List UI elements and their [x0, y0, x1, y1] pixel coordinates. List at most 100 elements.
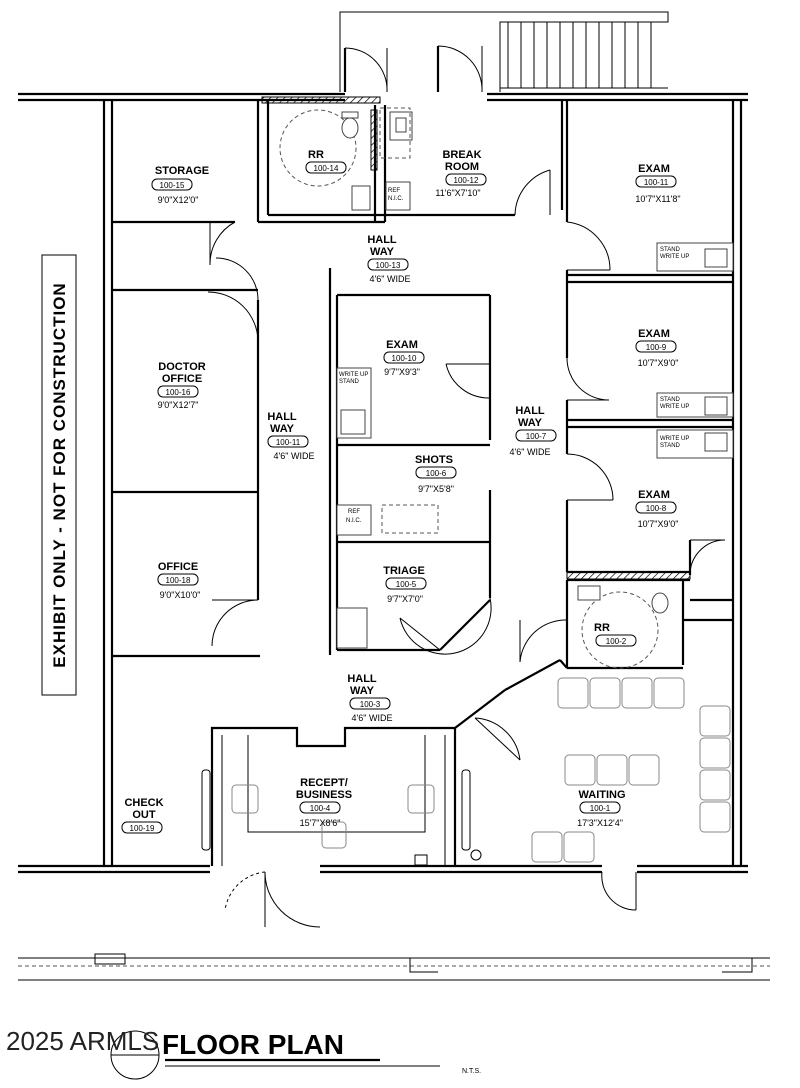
svg-text:10'7"X9'0": 10'7"X9'0" — [638, 358, 679, 368]
svg-text:100-19: 100-19 — [130, 824, 155, 833]
svg-text:N.I.C.: N.I.C. — [388, 196, 404, 202]
interior-walls — [112, 100, 733, 866]
room-exam-11: EXAM 100-11 10'7"X11'8" — [635, 163, 680, 204]
svg-text:100-5: 100-5 — [396, 580, 417, 589]
room-shots: SHOTS 100-6 9'7"X5'8" — [415, 454, 457, 494]
interior-doors — [207, 169, 726, 761]
room-break: BREAK ROOM 100-12 11'6"X7'10" — [435, 149, 487, 198]
svg-text:HALL: HALL — [367, 234, 397, 246]
svg-text:100-3: 100-3 — [360, 700, 381, 709]
svg-text:RR: RR — [594, 622, 610, 634]
svg-text:100-14: 100-14 — [314, 164, 339, 173]
scale-note: N.T.S. — [462, 1068, 481, 1075]
svg-text:CHECK: CHECK — [124, 797, 163, 809]
svg-text:100-4: 100-4 — [310, 804, 331, 813]
waiting-chairs — [531, 677, 731, 863]
svg-text:OFFICE: OFFICE — [162, 373, 202, 385]
svg-text:EXAM: EXAM — [386, 339, 418, 351]
room-waiting: WAITING 100-1 17'3"X12'4" — [577, 789, 625, 828]
room-tag: 100-15 — [160, 181, 185, 190]
room-doctor-office: DOCTOR OFFICE 100-16 9'0"X12'7" — [157, 361, 206, 410]
svg-text:HALL: HALL — [267, 411, 297, 423]
svg-text:100-7: 100-7 — [526, 432, 547, 441]
room-hallway-7: HALL WAY 100-7 4'6" WIDE — [510, 405, 557, 457]
room-hallway-3: HALL WAY 100-3 4'6" WIDE — [347, 673, 392, 723]
rr-top-fixtures — [279, 109, 359, 187]
svg-text:STAND: STAND — [660, 247, 681, 253]
room-exam-9: EXAM 100-9 10'7"X9'0" — [635, 328, 679, 368]
svg-text:STAND: STAND — [660, 397, 681, 403]
svg-text:100-11: 100-11 — [276, 438, 301, 447]
title-block: FLOOR PLAN N.T.S. 2025 ARMLS — [6, 1026, 481, 1080]
sidewalk — [18, 953, 770, 981]
hatched-walls — [261, 96, 691, 580]
svg-text:WRITE UP: WRITE UP — [660, 254, 689, 260]
top-stair — [339, 11, 669, 92]
svg-text:100-16: 100-16 — [166, 388, 191, 397]
svg-text:EXAM: EXAM — [638, 489, 670, 501]
svg-text:100-8: 100-8 — [646, 504, 667, 513]
svg-text:4'6" WIDE: 4'6" WIDE — [352, 713, 393, 723]
svg-text:17'3"X12'4": 17'3"X12'4" — [577, 818, 623, 828]
svg-text:10'7"X9'0": 10'7"X9'0" — [638, 519, 679, 529]
exhibit-note-box: EXHIBIT ONLY - NOT FOR CONSTRUCTION — [41, 254, 77, 696]
room-exam-8: EXAM 100-8 10'7"X9'0" — [635, 489, 679, 529]
svg-text:HALL: HALL — [515, 405, 545, 417]
svg-text:SHOTS: SHOTS — [415, 454, 453, 466]
watermark: 2025 ARMLS — [6, 1026, 159, 1056]
svg-text:DOCTOR: DOCTOR — [158, 361, 206, 373]
room-triage: TRIAGE 100-5 9'7"X7'0" — [383, 565, 427, 604]
svg-text:100-18: 100-18 — [166, 576, 191, 585]
svg-text:WRITE UP: WRITE UP — [339, 372, 368, 378]
room-exam-10: EXAM 100-10 9'7"X9'3" — [383, 339, 425, 377]
svg-text:ROOM: ROOM — [445, 161, 479, 173]
rr2-fixtures — [577, 585, 669, 669]
svg-text:OUT: OUT — [132, 809, 156, 821]
svg-text:9'0"X10'0": 9'0"X10'0" — [160, 590, 201, 600]
svg-text:9'7"X7'0": 9'7"X7'0" — [387, 594, 423, 604]
room-dim: 9'0"X12'0" — [158, 195, 199, 205]
svg-text:OFFICE: OFFICE — [158, 561, 198, 573]
svg-text:4'6" WIDE: 4'6" WIDE — [510, 447, 551, 457]
exhibit-note: EXHIBIT ONLY - NOT FOR CONSTRUCTION — [50, 282, 69, 667]
room-hallway-13: HALL WAY 100-13 4'6" WIDE — [367, 234, 410, 284]
room-reception: RECEPT/ BUSINESS 100-4 15'7"X8'6" — [296, 777, 352, 828]
svg-text:100-2: 100-2 — [606, 637, 627, 646]
svg-text:10'7"X11'8": 10'7"X11'8" — [635, 194, 680, 204]
svg-text:WRITE UP: WRITE UP — [660, 436, 689, 442]
svg-text:9'7"X5'8": 9'7"X5'8" — [418, 484, 454, 494]
svg-text:100-9: 100-9 — [646, 343, 667, 352]
svg-text:REF: REF — [348, 509, 360, 515]
svg-text:RR: RR — [308, 149, 324, 161]
svg-text:STAND: STAND — [660, 443, 681, 449]
svg-text:BREAK: BREAK — [442, 149, 481, 161]
svg-text:4'6" WIDE: 4'6" WIDE — [274, 451, 315, 461]
svg-text:9'0"X12'7": 9'0"X12'7" — [158, 400, 199, 410]
room-name: STORAGE — [155, 165, 209, 177]
svg-text:4'6" WIDE: 4'6" WIDE — [370, 274, 411, 284]
svg-text:15'7"X8'6": 15'7"X8'6" — [300, 818, 341, 828]
svg-text:N.I.C.: N.I.C. — [346, 518, 362, 524]
svg-text:HALL: HALL — [347, 673, 377, 685]
plan-title: FLOOR PLAN — [162, 1029, 344, 1060]
svg-text:100-6: 100-6 — [426, 469, 447, 478]
svg-text:EXAM: EXAM — [638, 163, 670, 175]
svg-text:WAY: WAY — [370, 246, 395, 258]
svg-text:TRIAGE: TRIAGE — [383, 565, 425, 577]
svg-text:WAY: WAY — [350, 685, 375, 697]
exterior-doors — [224, 871, 637, 928]
room-rr-2: RR 100-2 — [594, 622, 637, 647]
svg-text:11'6"X7'10": 11'6"X7'10" — [435, 188, 480, 198]
top-entry-doors — [343, 45, 483, 93]
fixture-labels: REF N.I.C. REF N.I.C. STAND WRITE UP STA… — [339, 188, 689, 524]
room-storage: STORAGE 100-15 9'0"X12'0" — [151, 165, 209, 205]
room-hallway-11: HALL WAY 100-11 4'6" WIDE — [267, 411, 314, 461]
break-room-fixtures — [351, 107, 413, 211]
exterior-walls — [18, 92, 748, 874]
svg-text:9'7"X9'3": 9'7"X9'3" — [384, 367, 420, 377]
svg-text:REF: REF — [388, 188, 400, 194]
svg-text:WAITING: WAITING — [578, 789, 625, 801]
svg-text:100-1: 100-1 — [590, 804, 611, 813]
svg-text:STAND: STAND — [339, 379, 360, 385]
